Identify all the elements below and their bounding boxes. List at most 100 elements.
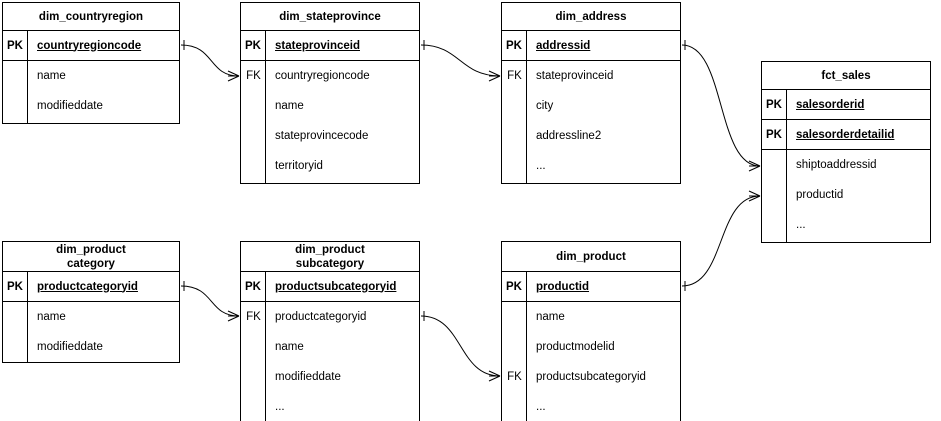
attribute-key-column xyxy=(3,302,28,362)
key-label-fk: FK xyxy=(246,70,261,82)
attribute-rows: countryregioncode name stateprovincecode te… xyxy=(266,61,419,181)
table-row[interactable]: modifieddate xyxy=(266,362,419,392)
attr-name-name: name xyxy=(37,311,66,323)
attribute-key-column xyxy=(762,150,787,242)
key-label-pk: PK xyxy=(502,31,527,60)
table-row[interactable]: stateprovinceid xyxy=(527,61,680,91)
table-row[interactable]: productcategoryid xyxy=(266,302,419,332)
entity-title-dim_address: dim_address xyxy=(502,3,680,31)
attribute-key-column xyxy=(241,61,266,183)
table-row[interactable]: ... xyxy=(266,392,419,421)
attr-name-productid: productid xyxy=(796,189,844,201)
relationship-line xyxy=(180,44,240,77)
relationship-productcategory-to-subcategory[interactable] xyxy=(180,281,240,322)
table-row[interactable]: ... xyxy=(787,210,930,240)
attr-name-...: ... xyxy=(536,160,546,172)
key-label-pk: PK xyxy=(502,272,527,301)
attr-name-...: ... xyxy=(796,219,806,231)
table-row[interactable]: addressline2 xyxy=(527,121,680,151)
table-row[interactable]: modifieddate xyxy=(28,91,179,121)
attr-name-addressid: addressid xyxy=(536,39,591,52)
attr-row-pk[interactable]: PK productid xyxy=(502,272,680,301)
table-row[interactable]: name xyxy=(266,332,419,362)
attr-name-stateprovincecode: stateprovincecode xyxy=(275,130,369,142)
attr-name-salesorderdetailid: salesorderdetailid xyxy=(796,128,895,141)
key-label-fk: FK xyxy=(246,311,261,323)
table-row[interactable]: territoryid xyxy=(266,151,419,181)
table-row[interactable]: productsubcategoryid xyxy=(527,362,680,392)
attributes-dim_productcategory: name modifieddate xyxy=(3,302,179,362)
attribute-key-column xyxy=(241,302,266,421)
attr-name-addressline2: addressline2 xyxy=(536,130,602,142)
many-cardinality-marker xyxy=(488,370,501,382)
many-cardinality-marker xyxy=(227,70,240,82)
relationship-address-to-fctsales[interactable] xyxy=(681,40,761,172)
key-label-pk: PK xyxy=(241,272,266,301)
attr-name-name: name xyxy=(37,70,66,82)
table-row[interactable]: ... xyxy=(527,392,680,421)
table-row[interactable]: city xyxy=(527,91,680,121)
relationship-product-to-fctsales[interactable] xyxy=(681,190,761,291)
entity-title-dim_countryregion: dim_countryregion xyxy=(3,3,179,31)
relationship-subcategory-to-product[interactable] xyxy=(420,311,501,382)
relationship-stateprovince-to-address[interactable] xyxy=(420,40,501,82)
table-row[interactable]: name xyxy=(527,302,680,332)
attr-name-countryregioncode: countryregioncode xyxy=(37,39,142,52)
table-row[interactable]: modifieddate xyxy=(28,332,179,362)
attr-name-productsubcategoryid: productsubcategoryid xyxy=(536,371,646,383)
attributes-dim_stateprovince: FK countryregioncode name stateprovincecode… xyxy=(241,61,419,183)
attribute-rows: shiptoaddressid productid... xyxy=(787,150,930,240)
relationship-countryregion-to-stateprovince[interactable] xyxy=(180,40,240,82)
key-label-pk: PK xyxy=(241,31,266,60)
attr-name-name: name xyxy=(275,100,304,112)
table-row[interactable]: name xyxy=(28,61,179,91)
attr-row-pk[interactable]: PK addressid xyxy=(502,31,680,60)
table-row[interactable]: productmodelid xyxy=(527,332,680,362)
many-cardinality-marker xyxy=(227,310,240,322)
relationship-line xyxy=(681,195,761,287)
table-row[interactable]: ... xyxy=(527,151,680,181)
attr-name-shiptoaddressid: shiptoaddressid xyxy=(796,159,877,171)
table-row[interactable]: name xyxy=(28,302,179,332)
attribute-key-column xyxy=(502,302,527,421)
attribute-rows: name modifieddate xyxy=(28,61,179,121)
table-row[interactable]: countryregioncode xyxy=(266,61,419,91)
key-label-fk: FK xyxy=(507,70,522,82)
attr-name-territoryid: territoryid xyxy=(275,160,323,172)
table-row[interactable]: stateprovincecode xyxy=(266,121,419,151)
attr-name-stateprovinceid: stateprovinceid xyxy=(536,70,614,82)
attr-name-productid: productid xyxy=(536,280,590,293)
table-row[interactable]: name xyxy=(266,91,419,121)
entity-title-dim_productsubcategory: dim_product subcategory xyxy=(241,242,419,272)
table-row[interactable]: productid xyxy=(787,180,930,210)
attr-name-name: name xyxy=(536,311,565,323)
table-row[interactable]: shiptoaddressid xyxy=(787,150,930,180)
key-label-pk: PK xyxy=(762,120,787,149)
attr-name-productmodelid: productmodelid xyxy=(536,341,615,353)
attribute-key-column xyxy=(502,61,527,183)
attr-name-modifieddate: modifieddate xyxy=(275,371,341,383)
attr-name-salesorderid: salesorderid xyxy=(796,98,865,111)
attr-row-pk[interactable]: PK salesorderdetailid xyxy=(762,120,930,149)
attr-name-productcategoryid: productcategoryid xyxy=(37,280,138,293)
attr-name-countryregioncode: countryregioncode xyxy=(275,70,370,82)
